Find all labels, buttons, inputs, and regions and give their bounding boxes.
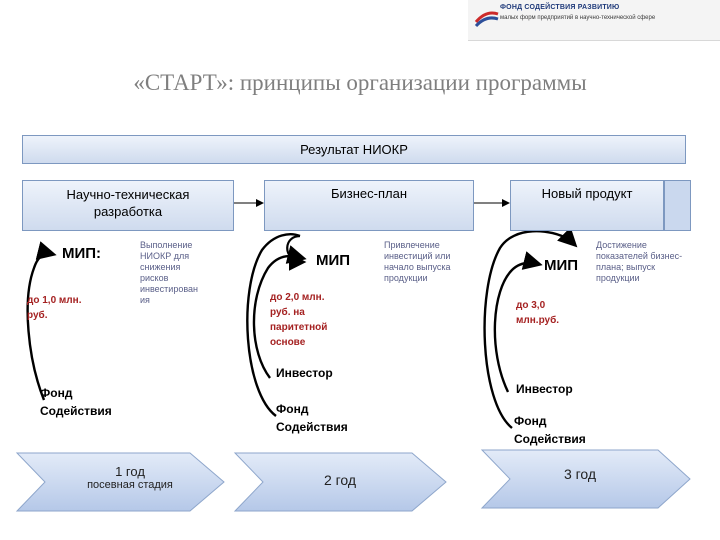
fund-label-1: Фонд Содействия — [40, 384, 112, 420]
stage-box-2-label: Бизнес-план — [330, 186, 408, 201]
investor-arrow-2 — [252, 245, 307, 379]
stage-box-3-extension — [664, 180, 691, 231]
chevron-year-2 — [233, 452, 447, 512]
desc-1-line: НИОКР для — [140, 251, 190, 261]
stage-1-name: посевная стадия — [87, 479, 173, 491]
fund-1-line: Фонд — [40, 386, 73, 400]
amount-2-line: руб. на — [270, 307, 305, 318]
stage-box-3-label: Новый продукт — [541, 186, 633, 201]
logo-banner — [468, 0, 720, 41]
amount-3: до 3,0 млн.руб. — [516, 298, 559, 328]
desc-3-line: плана; выпуск — [596, 262, 656, 272]
stage-box-1-line-1: Научно-техническая — [66, 187, 190, 202]
chevron-2-text: 2 год — [323, 472, 357, 488]
mip-label-1: МИП: — [62, 245, 102, 262]
fund-arrow-1 — [26, 241, 57, 401]
stage-box-1-line-2: разработка — [93, 204, 163, 219]
stage-2-description: Привлечение инвестиций или начало выпуск… — [384, 240, 451, 284]
chevron-3-text: 3 год — [563, 466, 597, 482]
desc-3-line: Достижение — [596, 240, 647, 250]
desc-1-line: Выполнение — [140, 240, 193, 250]
stage-1-description: Выполнение НИОКР для снижения рисков инв… — [140, 240, 198, 306]
amount-2-line: паритетной — [270, 322, 328, 333]
result-box: Результат НИОКР — [22, 135, 686, 164]
fund-1-line: Содействия — [40, 404, 112, 418]
amount-1: до 1,0 млн. руб. — [27, 293, 81, 323]
fund-arrow-2 — [246, 233, 301, 417]
stage-box-3: Новый продукт — [510, 180, 664, 231]
desc-2-line: инвестиций или — [384, 251, 451, 261]
desc-2-line: продукции — [384, 273, 428, 283]
investor-arrow-3 — [493, 251, 543, 393]
fund-3-line: Содействия — [514, 432, 586, 446]
desc-1-line: снижения — [140, 262, 181, 272]
stage-box-1: Научно-техническая разработка — [22, 180, 234, 231]
amount-2-line: основе — [270, 337, 306, 348]
mip-label-3: МИП — [544, 257, 579, 274]
fund-2-line: Фонд — [276, 402, 309, 416]
investor-label-2: Инвестор — [276, 366, 333, 380]
desc-3-line: показателей бизнес- — [596, 251, 683, 261]
logo-swoosh-icon — [474, 11, 499, 28]
desc-1-line: рисков — [140, 273, 169, 283]
amount-2: до 2,0 млн. руб. на паритетной основе — [270, 290, 327, 350]
stage-box-2: Бизнес-план — [264, 180, 474, 231]
amount-3-line: до 3,0 — [516, 300, 546, 311]
logo-name: ФОНД СОДЕЙСТВИЯ РАЗВИТИЮ — [500, 4, 620, 11]
desc-1-line: ия — [140, 295, 150, 305]
stage-3-description: Достижение показателей бизнес- плана; вы… — [596, 240, 682, 284]
amount-1-line: до 1,0 млн. — [27, 295, 82, 306]
chevron-year-3 — [480, 449, 691, 509]
chevron-year-1 — [15, 452, 225, 512]
page-title: «СТАРТ»: принципы организации программы — [133, 70, 587, 95]
desc-2-line: Привлечение — [384, 240, 440, 250]
fund-3-line: Фонд — [514, 414, 547, 428]
desc-1-line: инвестирован — [140, 284, 198, 294]
amount-1-line: руб. — [27, 310, 48, 321]
fund-2-line: Содействия — [276, 420, 348, 434]
desc-3-line: продукции — [596, 273, 640, 283]
year-1-label: 1 год — [115, 464, 145, 479]
fund-arrow-3 — [483, 227, 578, 429]
fund-label-3: Фонд Содействия — [514, 412, 586, 448]
amount-3-line: млн.руб. — [516, 315, 560, 326]
amount-2-line: до 2,0 млн. — [270, 292, 325, 303]
fund-label-2: Фонд Содействия — [276, 400, 348, 436]
chevron-1-text: 1 год посевная стадия — [40, 464, 220, 491]
desc-2-line: начало выпуска — [384, 262, 451, 272]
mip-label-2: МИП — [316, 252, 351, 269]
logo-tagline: малых форм предприятий в научно-техничес… — [500, 15, 656, 21]
investor-label-3: Инвестор — [516, 382, 573, 396]
